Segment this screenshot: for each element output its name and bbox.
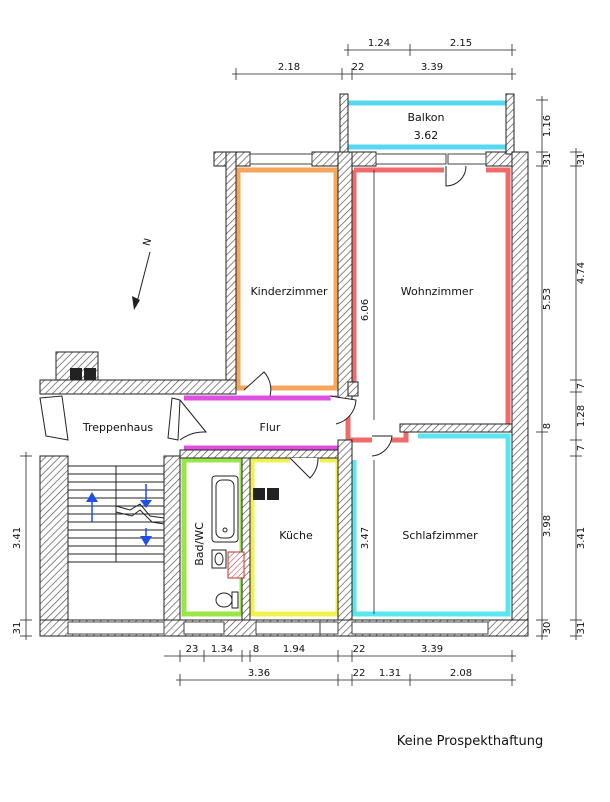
room-label-schlafzimmer: Schlafzimmer [402,529,478,542]
dim-schlaf-height: 3.47 [360,527,371,549]
dim-top-3-39: 3.39 [421,62,443,73]
dim-left-31: 31 [12,622,23,635]
windows [67,153,489,635]
doors [39,165,467,479]
washbasin [211,549,227,569]
dim-left-3-41: 3.41 [12,527,23,549]
north-arrow-label: N [142,237,155,247]
kueche-outline [249,457,341,617]
dim-bottom-23: 23 [186,644,199,655]
wohnzimmer-outline [345,167,511,443]
dim-bottom-1-34: 1.34 [211,644,233,655]
dim-right-30: 30 [542,622,553,635]
schlafzimmer-outline [351,433,511,617]
bathtub [211,475,239,543]
room-label-kinderzimmer: Kinderzimmer [250,285,328,298]
dim-right-5-53: 5.53 [542,288,553,310]
dim-right-4-74: 4.74 [576,262,587,284]
kinderzimmer-outline [235,167,339,391]
dim-right-1-16: 1.16 [542,115,553,137]
room-label-flur: Flur [260,421,281,434]
dim-right-31-bottom: 31 [576,622,587,635]
toilet [215,591,239,609]
dim-right-7-a: 7 [576,383,587,389]
dim-bottom-8: 8 [253,644,259,655]
dim-top-22: 22 [352,62,365,73]
room-label-treppenhaus: Treppenhaus [82,421,154,434]
dim-bottom-1-31: 1.31 [379,668,401,679]
dim-bottom-3-36: 3.36 [248,668,270,679]
staircase [68,465,165,563]
dim-bottom-22-b: 22 [353,668,366,679]
dim-top-2-18: 2.18 [278,62,300,73]
dim-bottom-1-94: 1.94 [283,644,305,655]
dim-bottom-2-08: 2.08 [450,668,472,679]
room-label-bad-wc: Bad/WC [193,522,206,566]
dim-bottom-22-a: 22 [353,644,366,655]
stairs-arrows [86,484,152,546]
room-label-kueche: Küche [279,529,313,542]
dimension-labels: 1.24 2.15 2.18 22 3.39 6.06 3.47 1.16 31… [12,38,587,679]
dim-right-3-41: 3.41 [576,527,587,549]
dim-right-3-98: 3.98 [542,515,553,537]
north-arrow: N [132,237,154,310]
room-label-wohnzimmer: Wohnzimmer [401,285,474,298]
dim-wohn-height: 6.06 [360,299,371,321]
room-label-balkon-width: 3.62 [414,129,439,142]
dim-right-31-top-b: 31 [576,153,587,166]
chimney [70,368,279,579]
dimension-lines [20,44,582,686]
dim-top-2-15: 2.15 [450,38,472,49]
dim-right-7-b: 7 [576,445,587,451]
room-label-balkon: Balkon [407,111,444,124]
dim-top-1-24: 1.24 [368,38,390,49]
dim-right-8: 8 [542,423,553,429]
dim-bottom-3-39: 3.39 [421,644,443,655]
dim-right-1-28: 1.28 [576,405,587,427]
room-labels: Balkon 3.62 Kinderzimmer Wohnzimmer Trep… [82,111,478,566]
disclaimer-note: Keine Prospekthaftung [397,734,544,749]
dim-right-31-top: 31 [542,153,553,166]
